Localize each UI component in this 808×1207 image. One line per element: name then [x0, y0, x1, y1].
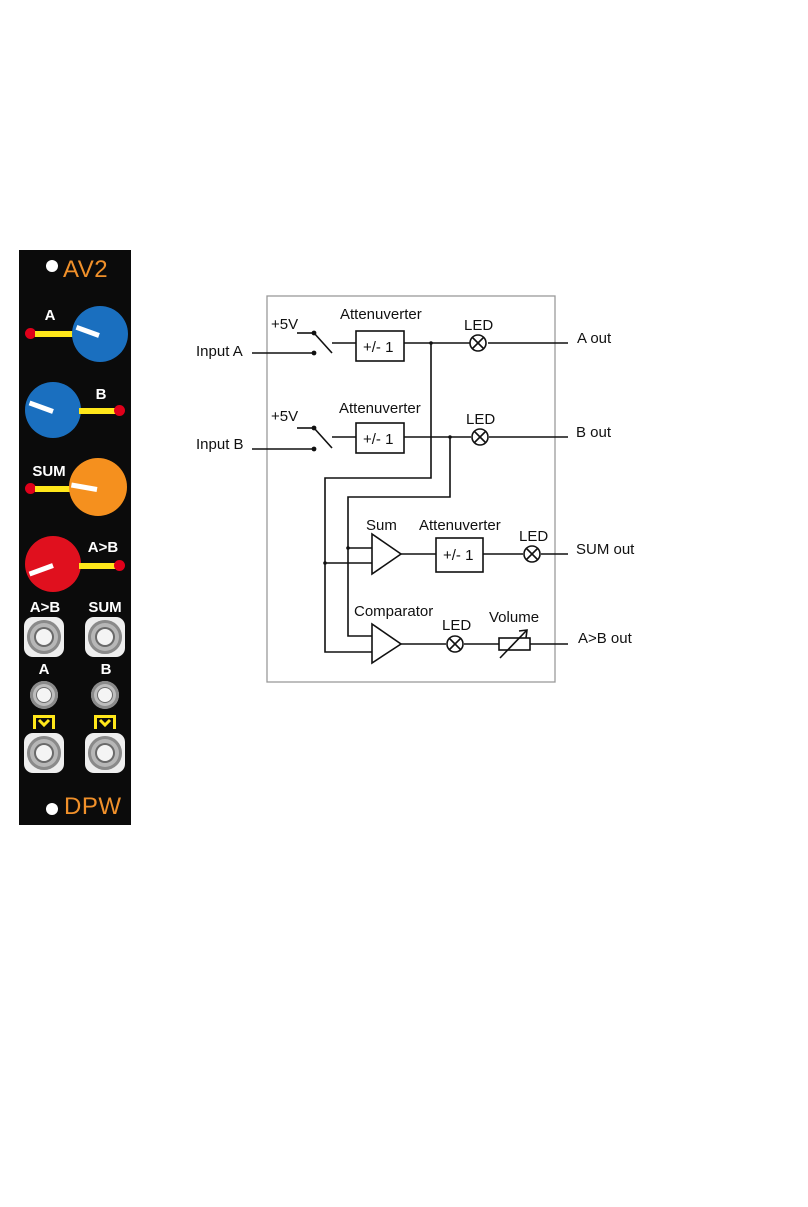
jack-a-out[interactable] [30, 681, 58, 709]
attenuverter-sum-box [435, 537, 484, 573]
sum-amplifier [371, 532, 403, 576]
attenuverter-b-title: Attenuverter [339, 400, 421, 417]
plus5v-b-label: +5V [271, 408, 298, 425]
knob-b-label: B [95, 386, 107, 403]
switch-a [313, 332, 333, 354]
normal-arrow-a-icon [33, 715, 55, 729]
jack-a-label: A [38, 661, 50, 678]
led-a [25, 328, 36, 339]
led-sum [25, 483, 36, 494]
jack-cmp-label: A>B [29, 599, 61, 616]
led-b [114, 405, 125, 416]
b-out-label: B out [576, 424, 612, 441]
jack-b-out[interactable] [91, 681, 119, 709]
led-b-icon [471, 428, 489, 446]
module-panel: AV2 A B SUM A>B A>B SUM A B [19, 250, 131, 825]
input-b-label: Input B [196, 436, 244, 453]
led-sum-icon [523, 545, 541, 563]
cmp-out-label: A>B out [578, 630, 633, 647]
knob-sum-label: SUM [32, 463, 66, 480]
led-cmp-label: LED [442, 617, 471, 634]
jack-sum-out[interactable] [85, 617, 125, 657]
tap-b-wire [347, 437, 451, 637]
comparator-label: Comparator [354, 603, 433, 620]
tap-a-wire [324, 343, 432, 653]
attenuverter-a-title: Attenuverter [340, 306, 422, 323]
led-cmp-icon [446, 635, 464, 653]
knob-a-label: A [44, 307, 56, 324]
volume-label: Volume [489, 609, 539, 626]
diagram-frame [266, 295, 556, 683]
knob-cmp-label: A>B [87, 539, 119, 556]
knob-a-attenuverter[interactable] [72, 306, 128, 362]
indicator-bar-cmp [79, 563, 117, 569]
mounting-hole-bottom [46, 803, 58, 815]
module-title: AV2 [63, 256, 109, 283]
indicator-bar-a [35, 331, 77, 337]
led-a-icon [469, 334, 487, 352]
attenuverter-a-box [355, 330, 405, 362]
led-a-label: LED [464, 317, 493, 334]
a-out-label: A out [577, 330, 612, 347]
attenuverter-sum-title: Attenuverter [419, 517, 501, 534]
attenuverter-sum-value: +/- 1 [443, 547, 473, 564]
attenuverter-a-value: +/- 1 [363, 339, 393, 356]
input-a-label: Input A [196, 343, 243, 360]
jack-sum-label: SUM [88, 599, 122, 616]
knob-cmp-volume[interactable] [25, 536, 81, 592]
led-cmp [114, 560, 125, 571]
sum-out-label: SUM out [576, 541, 635, 558]
comparator-amplifier [371, 622, 403, 665]
jack-cmp-out[interactable] [24, 617, 64, 657]
jack-b-label: B [100, 661, 112, 678]
indicator-bar-b [79, 408, 117, 414]
brand-logo: DPW [64, 793, 122, 820]
jack-input-a[interactable] [24, 733, 64, 773]
normal-arrow-b-icon [94, 715, 116, 729]
indicator-bar-sum [35, 486, 77, 492]
jack-input-b[interactable] [85, 733, 125, 773]
led-sum-label: LED [519, 528, 548, 545]
volume-arrow [499, 630, 527, 659]
led-b-label: LED [466, 411, 495, 428]
attenuverter-b-value: +/- 1 [363, 431, 393, 448]
mounting-hole-top [46, 260, 58, 272]
attenuverter-b-box [355, 422, 405, 454]
plus5v-a-label: +5V [271, 316, 298, 333]
sum-label: Sum [366, 517, 397, 534]
switch-b [313, 427, 333, 449]
